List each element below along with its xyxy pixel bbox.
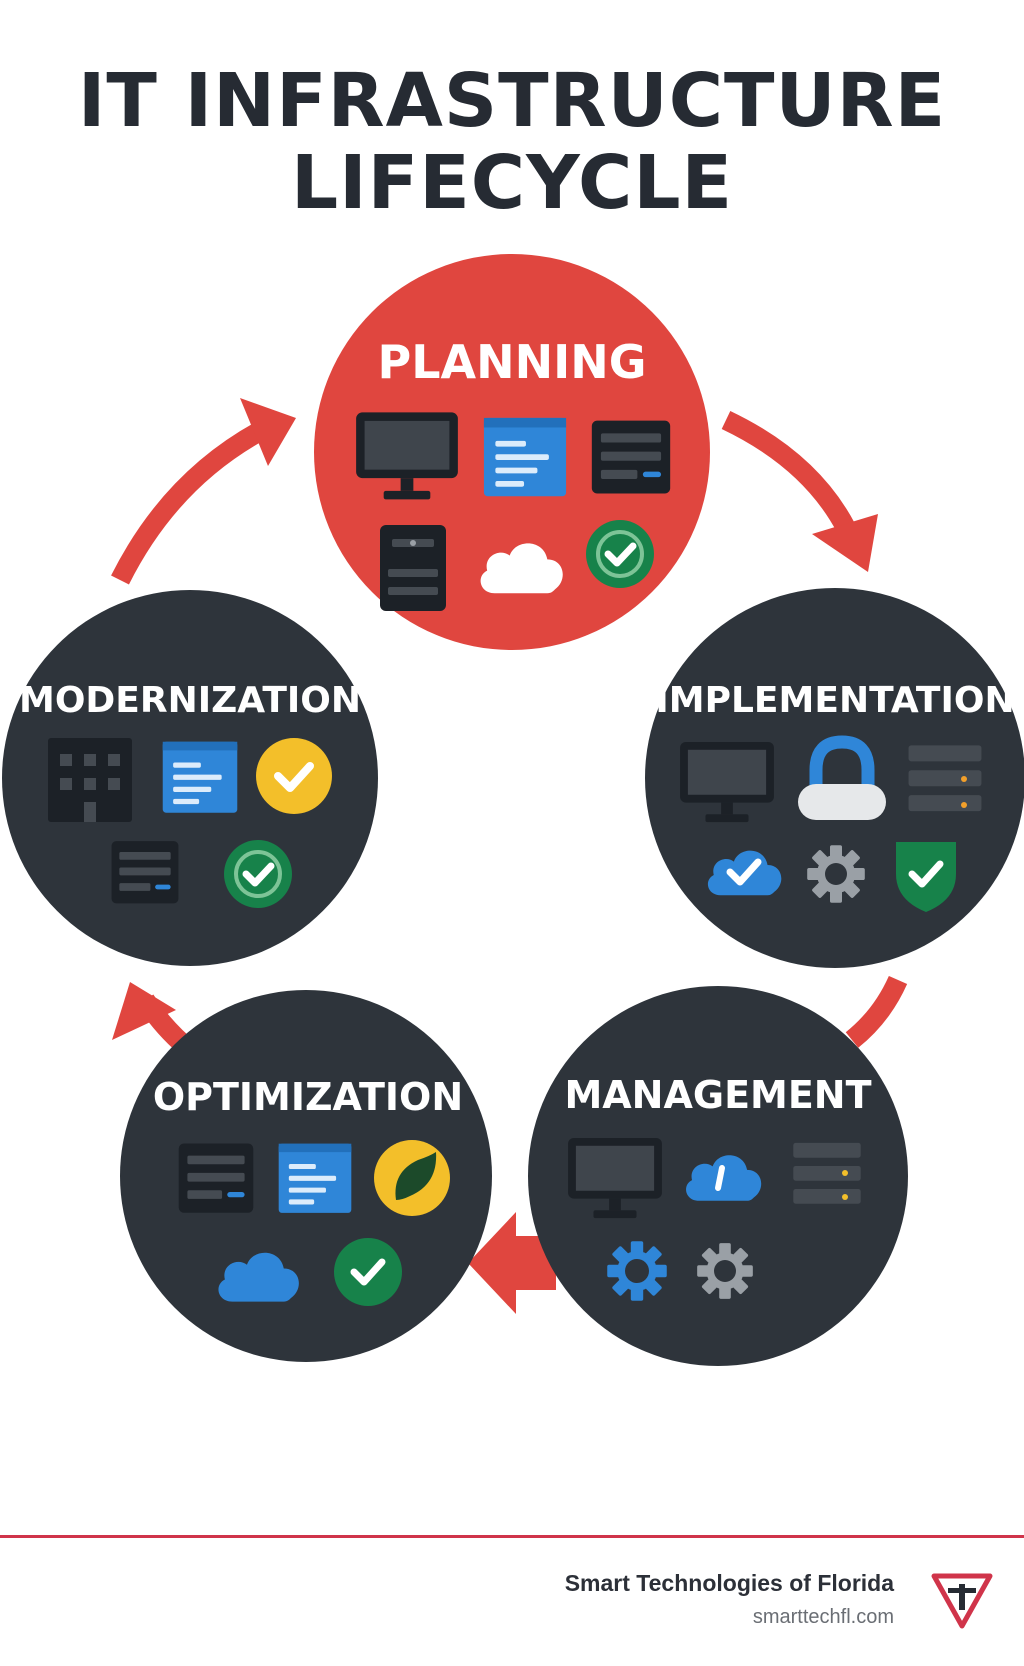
cloud-icon — [686, 1155, 762, 1201]
cloud-check-icon — [707, 850, 782, 896]
title-line-1: IT INFRASTRUCTURE — [77, 58, 947, 144]
gear-icon — [807, 845, 865, 903]
gear-icon — [697, 1243, 753, 1299]
title-line-2: LIFECYCLE — [290, 140, 734, 226]
building-icon — [48, 738, 132, 822]
window-icon — [278, 1143, 352, 1213]
smarttech-logo-icon — [931, 1573, 993, 1629]
check-badge-icon — [586, 520, 654, 588]
arrow-implementation-to-management — [845, 975, 908, 1048]
server-rack-icon — [793, 1142, 861, 1204]
arrow-modernization-to-planning — [111, 398, 296, 585]
company-url: smarttechfl.com — [752, 1606, 894, 1628]
stage-implementation: IMPLEMENTATION — [645, 588, 1024, 968]
lifecycle-diagram: PLANNING IMPLEMENTATION — [2, 254, 1024, 1366]
check-badge-icon — [224, 840, 292, 908]
check-badge-icon — [256, 738, 332, 814]
arrow-optimization-to-modernization — [112, 982, 197, 1058]
server-panel-icon — [178, 1143, 254, 1213]
shield-check-icon — [896, 842, 956, 912]
window-icon — [483, 417, 567, 497]
stage-optimization: OPTIMIZATION — [120, 990, 492, 1362]
server-panel-icon — [591, 420, 671, 494]
management-label: MANAGEMENT — [564, 1073, 871, 1117]
footer-divider — [0, 1535, 1024, 1538]
gear-icon — [607, 1241, 667, 1301]
stage-modernization: MODERNIZATION — [2, 590, 378, 966]
arrow-management-to-optimization — [468, 1212, 556, 1314]
optimization-label: OPTIMIZATION — [153, 1075, 463, 1119]
modernization-label: MODERNIZATION — [19, 680, 361, 721]
implementation-label: IMPLEMENTATION — [655, 680, 1014, 721]
stage-management: MANAGEMENT — [528, 986, 908, 1366]
leaf-icon — [374, 1140, 450, 1216]
check-badge-icon — [334, 1238, 402, 1306]
lock-icon — [798, 735, 886, 820]
arrow-planning-to-implementation — [721, 410, 878, 572]
company-name: Smart Technologies of Florida — [564, 1570, 894, 1596]
server-panel-icon — [111, 841, 179, 904]
window-icon — [162, 741, 238, 813]
stage-planning: PLANNING — [314, 254, 710, 650]
page-title: IT INFRASTRUCTURE LIFECYCLE — [0, 60, 1024, 224]
planning-label: PLANNING — [378, 335, 647, 389]
server-box-icon — [380, 525, 446, 611]
server-rack-icon — [908, 745, 982, 812]
